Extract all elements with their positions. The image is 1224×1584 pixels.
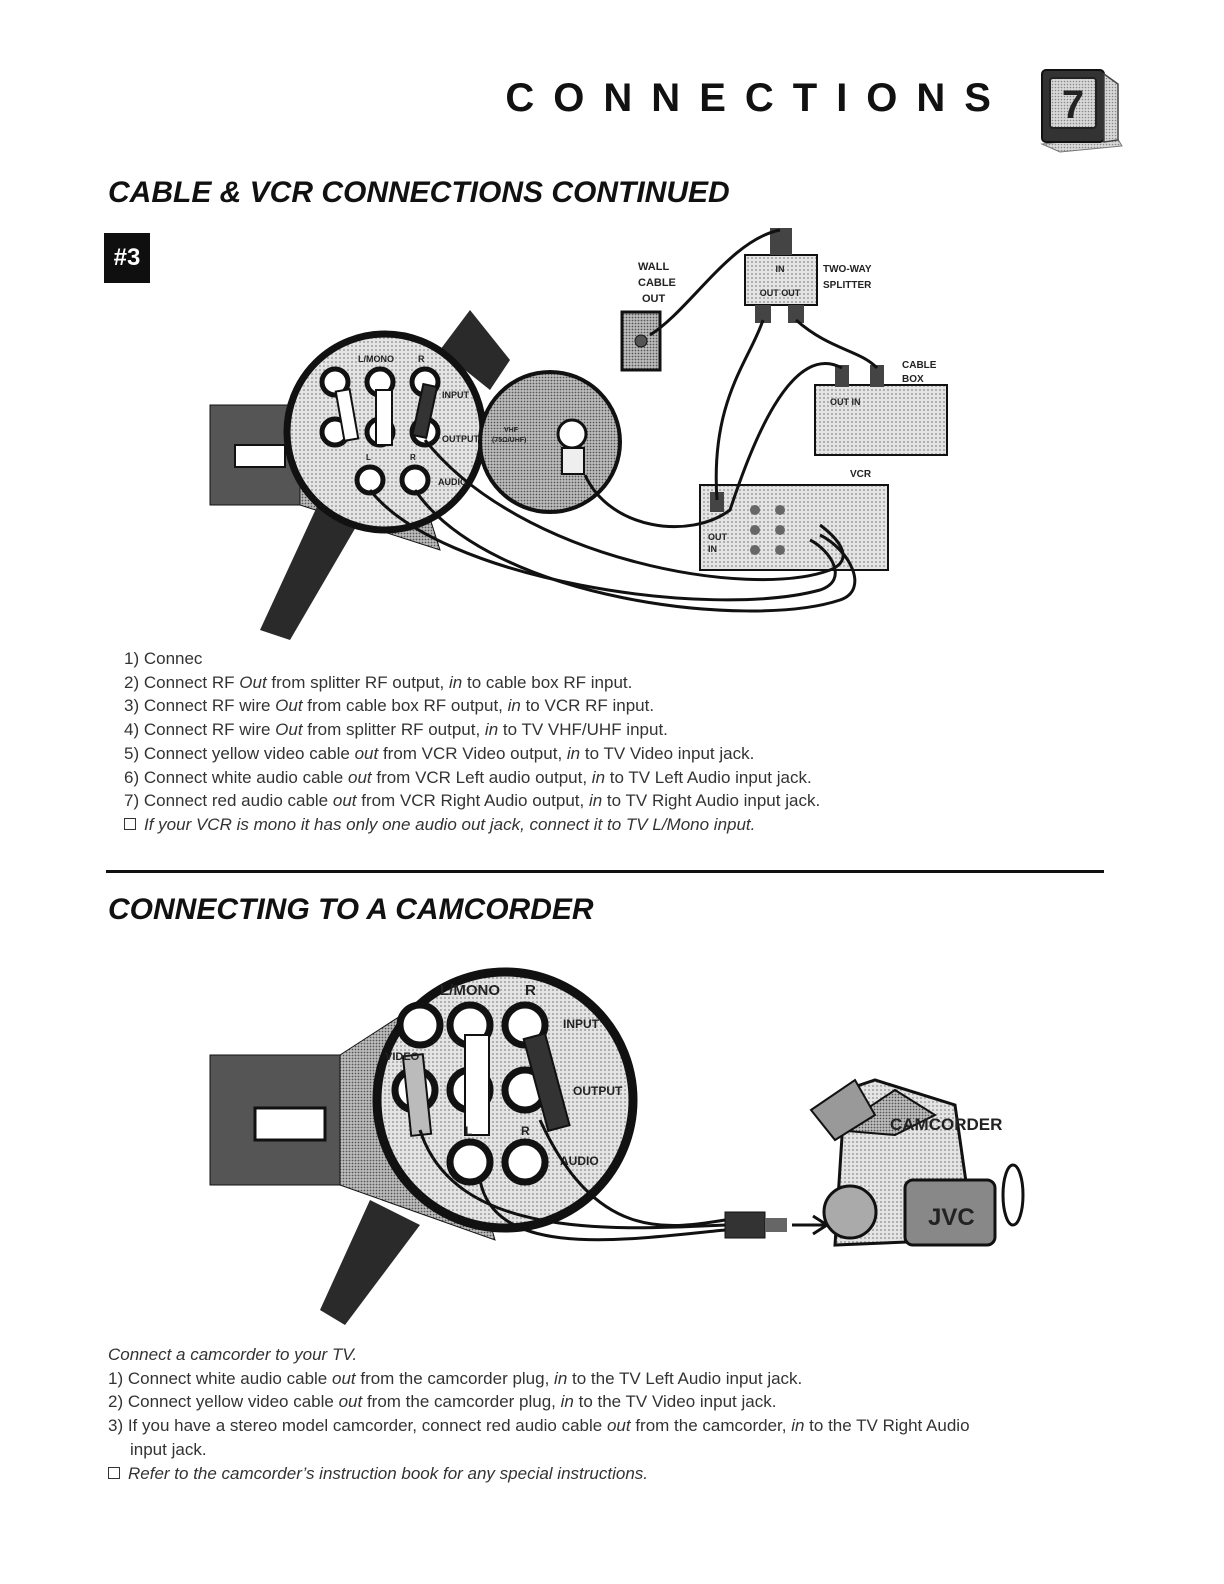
instruction-step-continued: input jack. [130, 1439, 207, 1459]
svg-text:OUT IN: OUT IN [830, 397, 861, 407]
instruction-step: 5) Connect yellow video cable out from V… [124, 743, 755, 763]
page-header-title: CONNECTIONS [505, 76, 1010, 120]
svg-text:VHF: VHF [504, 427, 519, 434]
svg-text:OUTPUT: OUTPUT [442, 434, 480, 444]
instruction-step: 2) Connect RF Out from splitter RF outpu… [124, 672, 633, 692]
note: Refer to the camcorder’s instruction boo… [108, 1462, 970, 1486]
instruction-step: 7) Connect red audio cable out from VCR … [124, 791, 821, 811]
wall-cable-outlet: WALL CABLE OUT [620, 261, 676, 372]
svg-text:OUT OUT: OUT OUT [760, 288, 801, 298]
svg-text:IN: IN [776, 264, 785, 274]
svg-text:VCR: VCR [850, 469, 872, 480]
svg-text:TWO-WAY: TWO-WAY [823, 264, 872, 275]
svg-text:AUDIO: AUDIO [438, 477, 467, 487]
svg-text:(75Ω/UHF): (75Ω/UHF) [492, 437, 526, 444]
camcorder-instructions: Connect a camcorder to your TV. 1) Conne… [108, 1343, 970, 1485]
svg-text:INPUT: INPUT [563, 1017, 600, 1031]
camcorder: JVC CAMCORDER [809, 1078, 1025, 1247]
instruction-step: 4) Connect RF wire Out from splitter RF … [124, 720, 668, 740]
cable-vcr-instructions: 1) Connec 2) Connect RF Out from splitte… [124, 647, 820, 837]
step-badge: #3 [104, 233, 150, 283]
svg-text:BOX: BOX [902, 374, 924, 385]
camcorder-intro: Connect a camcorder to your TV. [108, 1345, 358, 1364]
checkbox-bullet-icon [108, 1466, 120, 1479]
svg-text:CABLE: CABLE [902, 360, 937, 371]
page-number: 7 [1062, 83, 1084, 127]
section-title-camcorder: CONNECTING TO A CAMCORDER [108, 893, 594, 926]
tv-jack-panel: L/MONO R INPUT OUTPUT AUDIO L R [283, 330, 487, 534]
instruction-step: 1) Connec [124, 649, 203, 668]
svg-text:OUT: OUT [642, 293, 666, 305]
svg-text:OUTPUT: OUTPUT [573, 1084, 623, 1098]
camcorder-label: CAMCORDER [890, 1115, 1002, 1134]
instruction-step: 2) Connect yellow video cable out from t… [108, 1392, 777, 1412]
arrow-icon [792, 1214, 830, 1236]
camcorder-plug [724, 1211, 787, 1239]
two-way-splitter: IN OUT OUT TWO-WAY SPLITTER [744, 228, 872, 323]
cable-vcr-connection-diagram: L/MONO R INPUT OUTPUT AUDIO L R VHF (75Ω… [209, 228, 948, 640]
instruction-step: 3) Connect RF wire Out from cable box RF… [124, 696, 655, 716]
svg-text:R: R [418, 354, 425, 364]
section-divider [106, 870, 1104, 873]
svg-text:IN: IN [708, 544, 717, 554]
svg-text:SPLITTER: SPLITTER [823, 280, 872, 291]
cable-box: OUT IN CABLE BOX [814, 360, 948, 456]
svg-text:L: L [465, 1124, 472, 1138]
svg-text:CABLE: CABLE [638, 277, 676, 289]
instruction-step: 1) Connect white audio cable out from th… [108, 1368, 803, 1388]
tv-page-number-icon: 7 [1040, 69, 1123, 153]
svg-text:R: R [410, 453, 416, 462]
svg-text:R: R [521, 1124, 530, 1138]
svg-text:AUDIO: AUDIO [560, 1154, 599, 1168]
svg-text:R: R [525, 982, 536, 999]
svg-text:L/MONO: L/MONO [440, 982, 500, 999]
svg-text:WALL: WALL [638, 261, 669, 273]
camcorder-connection-diagram: L/MONO R INPUT OUTPUT L R AUDIO VIDEO JV… [209, 967, 1025, 1325]
camcorder-cables [418, 1119, 726, 1242]
vcr: VCR OUT IN [699, 469, 889, 571]
svg-text:L: L [366, 453, 371, 462]
section-title-cable-vcr: CABLE & VCR CONNECTIONS CONTINUED [108, 176, 730, 209]
jvc-logo: JVC [928, 1204, 975, 1231]
instruction-step: 3) If you have a stereo model camcorder,… [108, 1416, 970, 1436]
svg-text:VIDEO: VIDEO [385, 1051, 420, 1063]
svg-text:INPUT: INPUT [442, 390, 470, 400]
svg-text:OUT: OUT [708, 532, 728, 542]
connection-cables [368, 228, 879, 613]
note: If your VCR is mono it has only one audi… [124, 813, 820, 837]
tv-antenna-input: VHF (75Ω/UHF) [478, 370, 622, 514]
checkbox-bullet-icon [124, 817, 136, 830]
tv-jack-panel: L/MONO R INPUT OUTPUT L R AUDIO VIDEO [372, 967, 638, 1233]
svg-text:L/MONO: L/MONO [358, 354, 394, 364]
instruction-step: 6) Connect white audio cable out from VC… [124, 767, 812, 787]
